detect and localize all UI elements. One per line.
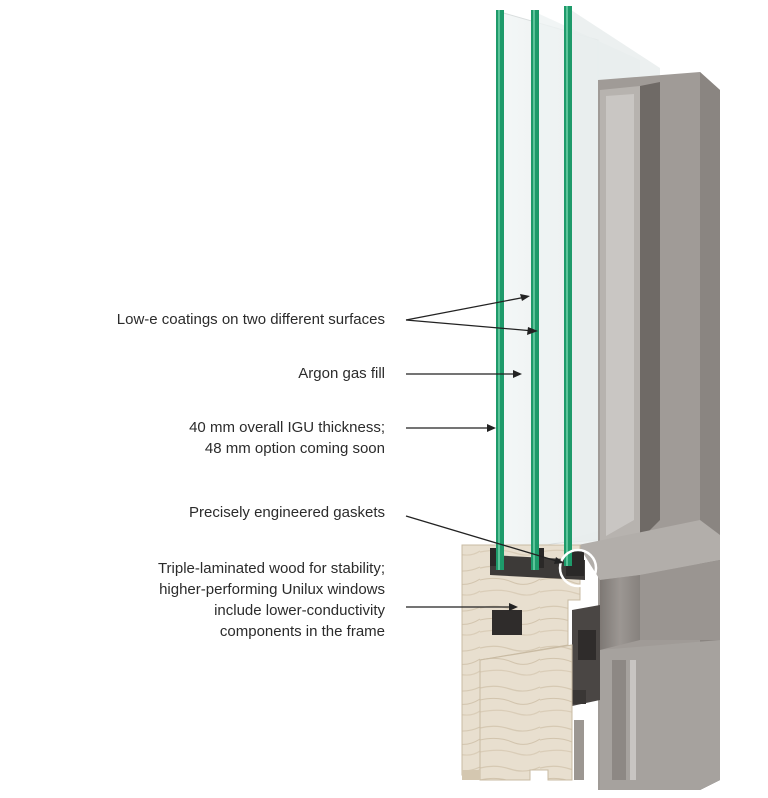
callout-arrows xyxy=(405,294,564,611)
glass-edges xyxy=(496,6,572,570)
callout-gaskets: Precisely engineered gaskets xyxy=(189,502,385,523)
callout-line: Triple-laminated wood for stability; xyxy=(157,560,385,577)
callout-line: Argon gas fill xyxy=(298,365,385,382)
callout-line: Precisely engineered gaskets xyxy=(189,504,385,521)
callout-line: 48 mm option coming soon xyxy=(204,440,385,457)
gasket-highlight-circle xyxy=(558,548,598,588)
callout-line: Low-e coatings on two different surfaces xyxy=(116,311,385,328)
callout-line: higher-performing Unilux windows xyxy=(159,581,385,598)
callout-line: components in the frame xyxy=(219,623,385,640)
callout-line: 40 mm overall IGU thickness; xyxy=(189,419,385,436)
callout-argon-gas: Argon gas fill xyxy=(298,363,385,384)
callout-line: include lower-conductivity xyxy=(214,602,385,619)
callout-laminated-wood: Triple-laminated wood for stability; hig… xyxy=(158,558,385,642)
callout-igu-thickness: 40 mm overall IGU thickness; 48 mm optio… xyxy=(189,417,385,459)
callout-low-e-coatings: Low-e coatings on two different surfaces xyxy=(117,309,385,330)
aluminum-frame xyxy=(566,72,720,790)
wood-frame xyxy=(461,544,585,781)
